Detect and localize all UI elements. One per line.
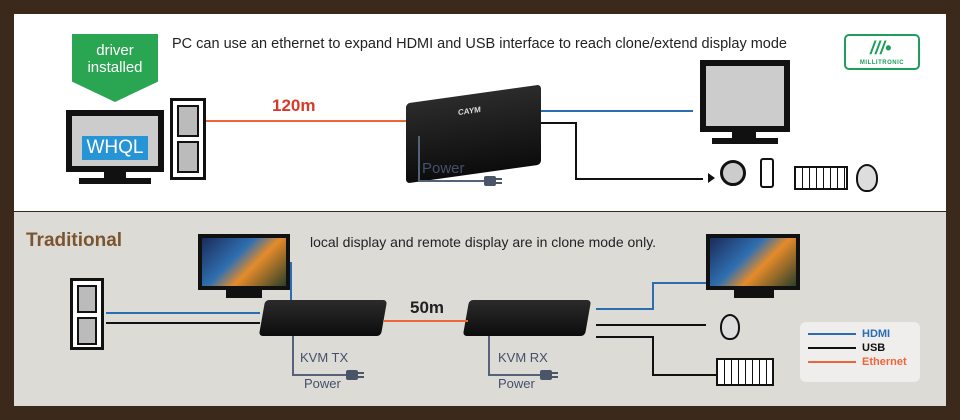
hdmi-cable <box>652 282 654 310</box>
arrow-icon <box>708 173 715 183</box>
usb-cable <box>575 122 577 180</box>
remote-monitor <box>706 234 800 290</box>
power-plug-icon <box>540 370 558 380</box>
legend-label: HDMI <box>862 328 891 340</box>
power-cable <box>292 336 294 374</box>
ethernet-cable <box>206 120 416 122</box>
power-cable <box>488 374 544 376</box>
usb-cable <box>541 122 577 124</box>
whql-label: WHQL <box>82 136 148 160</box>
traditional-heading: Traditional <box>26 230 123 251</box>
monitor-base <box>734 290 774 298</box>
bottom-caption: local display and remote display are in … <box>310 234 657 250</box>
phone-icon <box>760 158 774 188</box>
logo-text: MILLITRONIC <box>859 60 905 66</box>
device-brand: CAYM <box>458 104 481 118</box>
keyboard-icon <box>794 166 848 190</box>
top-power-label: Power <box>422 160 465 177</box>
kvm-rx-device <box>462 300 592 336</box>
legend-swatch <box>808 361 856 363</box>
millitronic-logo: ///• MILLITRONIC <box>844 34 920 70</box>
driver-installed-badge: driver installed <box>72 34 158 102</box>
top-caption: PC can use an ethernet to expand HDMI an… <box>172 36 787 52</box>
hdmi-cable <box>290 262 292 302</box>
local-monitor <box>198 234 290 290</box>
mouse-icon <box>720 314 740 340</box>
pc-monitor: WHQL <box>66 110 164 172</box>
legend-label: Ethernet <box>862 356 907 368</box>
hdmi-cable <box>541 110 693 112</box>
power-cable <box>488 336 490 374</box>
hdmi-cable <box>596 308 654 310</box>
usb-cable <box>596 324 706 326</box>
hdmi-cable <box>106 312 260 314</box>
power-cable <box>418 136 420 180</box>
remote-monitor <box>700 60 790 132</box>
usb-cable <box>652 374 716 376</box>
legend-label: USB <box>862 342 886 354</box>
legend-item-usb: USB <box>808 342 907 354</box>
legend: HDMI USB Ethernet <box>800 322 920 382</box>
usb-cable <box>596 336 654 338</box>
monitor-stand <box>732 132 756 138</box>
kvm-rx-label: KVM RX <box>498 350 548 365</box>
usb-cable <box>106 322 260 324</box>
power-plug-icon <box>346 370 364 380</box>
usb-cable <box>575 178 703 180</box>
keyboard-icon <box>716 358 774 386</box>
power-cable <box>418 180 488 182</box>
pc-tower <box>70 278 104 350</box>
legend-item-ethernet: Ethernet <box>808 356 907 368</box>
webcam-icon <box>720 160 746 186</box>
rx-power-label: Power <box>498 376 535 391</box>
legend-swatch <box>808 347 856 349</box>
monitor-stand <box>104 172 126 178</box>
tx-power-label: Power <box>304 376 341 391</box>
driver-installed-text: driver installed <box>87 42 143 76</box>
ethernet-cable <box>384 320 468 322</box>
legend-item-hdmi: HDMI <box>808 328 907 340</box>
kvm-tx-label: KVM TX <box>300 350 349 365</box>
kvm-tx-device <box>258 300 388 336</box>
top-distance: 120m <box>272 96 316 115</box>
monitor-base <box>79 178 151 184</box>
monitor-base <box>712 138 778 144</box>
bottom-distance: 50m <box>410 298 445 317</box>
power-plug-icon <box>484 176 502 186</box>
hdmi-cable <box>652 282 708 284</box>
legend-swatch <box>808 333 856 335</box>
logo-mark-icon: ///• <box>870 38 892 58</box>
mouse-icon <box>856 164 878 192</box>
usb-cable <box>652 336 654 376</box>
top-panel: PC can use an ethernet to expand HDMI an… <box>14 14 946 211</box>
power-cable <box>292 374 350 376</box>
monitor-base <box>226 290 262 298</box>
bottom-panel: Traditional local display and remote dis… <box>14 212 946 406</box>
pc-tower <box>170 98 206 180</box>
